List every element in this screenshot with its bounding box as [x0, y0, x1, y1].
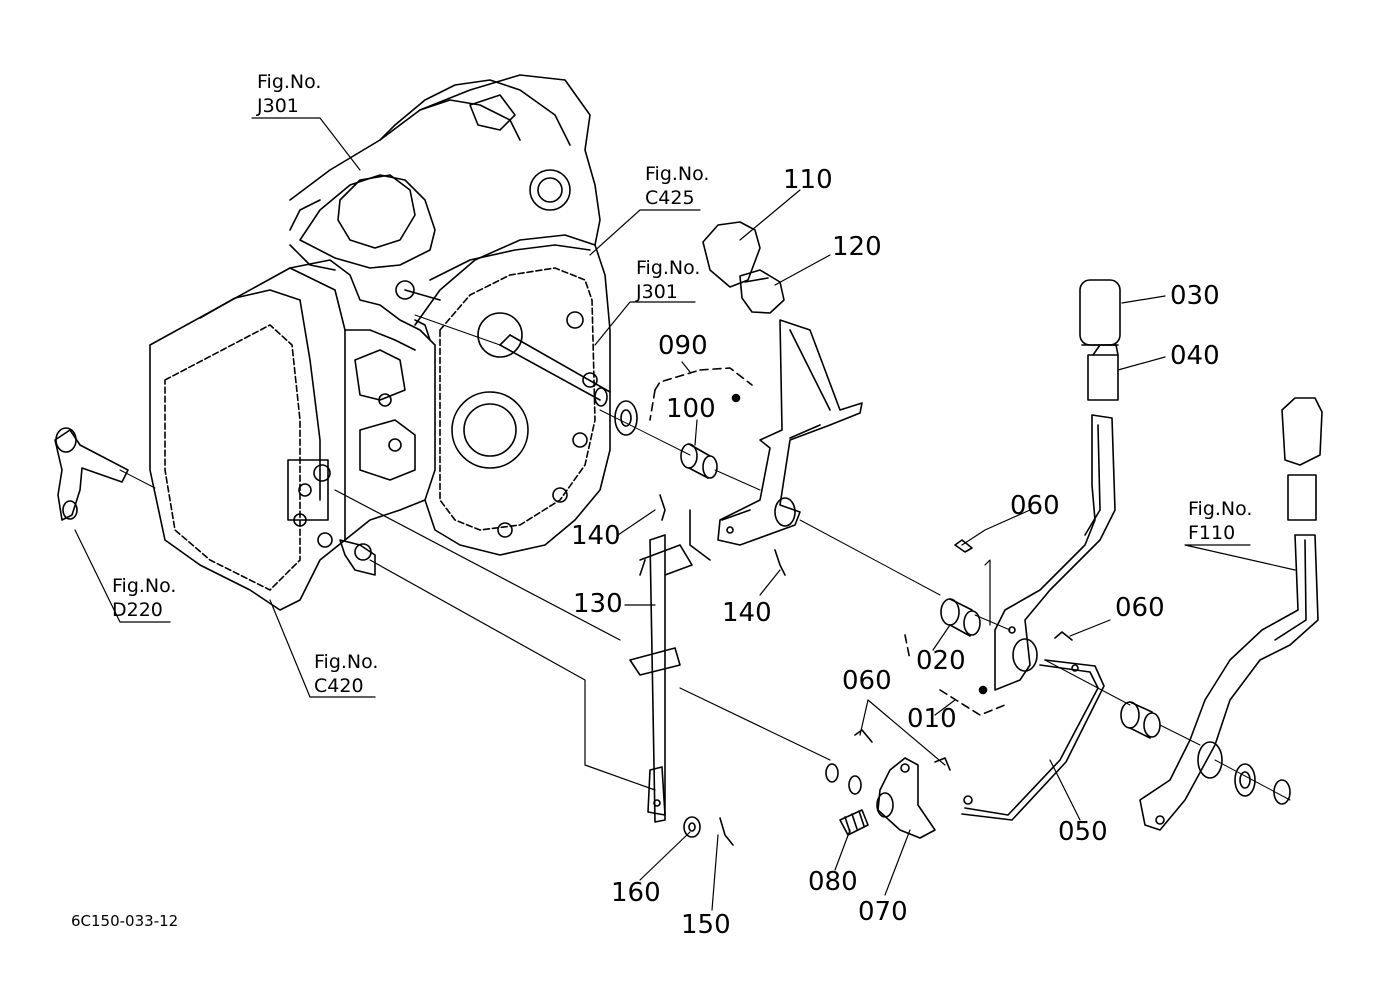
arm-070 [840, 758, 935, 838]
part-number-130[interactable]: 130 [573, 589, 623, 619]
part-number-060-bottom[interactable]: 060 [842, 666, 892, 696]
seal-ring [615, 401, 637, 435]
part-number-150[interactable]: 150 [681, 910, 731, 940]
fig-ref-c420[interactable]: Fig.No. C420 [314, 650, 378, 698]
engine-housing [150, 75, 610, 610]
fig-ref-code: C420 [314, 675, 364, 697]
fig-ref-code: D220 [112, 599, 163, 621]
cross-shaft [415, 315, 1290, 800]
fig-ref-c425[interactable]: Fig.No. C425 [645, 162, 709, 210]
fig-ref-label: Fig.No. [636, 257, 701, 279]
fig-ref-j301-top[interactable]: Fig.No. J301 [257, 70, 321, 118]
rod-050 [962, 660, 1104, 820]
fig-ref-code: C425 [645, 187, 695, 209]
part-number-120[interactable]: 120 [832, 232, 882, 262]
part-number-060-right[interactable]: 060 [1115, 593, 1165, 623]
part-number-110[interactable]: 110 [783, 165, 833, 195]
part-number-140-left[interactable]: 140 [571, 521, 621, 551]
link-rod-130 [630, 510, 710, 822]
fig-ref-label: Fig.No. [645, 163, 710, 185]
part-number-070[interactable]: 070 [858, 897, 908, 927]
part-number-060-top[interactable]: 060 [1010, 491, 1060, 521]
fig-ref-f110[interactable]: Fig.No. F110 [1188, 497, 1252, 545]
brake-pedal-010 [905, 280, 1120, 715]
fig-ref-label: Fig.No. [112, 575, 177, 597]
fig-ref-code: F110 [1188, 522, 1236, 544]
cotter-pins [660, 495, 1072, 770]
part-number-010[interactable]: 010 [907, 704, 957, 734]
fig-ref-j301-mid[interactable]: Fig.No. J301 [636, 256, 700, 304]
fig-ref-code: J301 [257, 95, 299, 117]
part-number-040[interactable]: 040 [1170, 341, 1220, 371]
part-number-020[interactable]: 020 [916, 646, 966, 676]
part-number-160[interactable]: 160 [611, 878, 661, 908]
fig-ref-label: Fig.No. [314, 651, 379, 673]
part-number-140-bottom[interactable]: 140 [722, 598, 772, 628]
part-number-090[interactable]: 090 [658, 331, 708, 361]
part-number-100[interactable]: 100 [666, 394, 716, 424]
fig-ref-label: Fig.No. [257, 71, 322, 93]
bushing-100 [681, 444, 717, 478]
part-number-080[interactable]: 080 [808, 867, 858, 897]
shift-lever-d220 [55, 428, 155, 520]
part-number-030[interactable]: 030 [1170, 281, 1220, 311]
fig-ref-label: Fig.No. [1188, 498, 1253, 520]
pedal-f110 [1121, 398, 1322, 830]
washers [684, 764, 861, 845]
brake-pedal-090 [650, 222, 862, 545]
leader-lines [75, 118, 1295, 910]
diagram-code: 6C150-033-12 [71, 912, 179, 930]
fig-ref-code: J301 [636, 281, 678, 303]
fig-ref-d220[interactable]: Fig.No. D220 [112, 574, 176, 622]
part-number-050[interactable]: 050 [1058, 817, 1108, 847]
